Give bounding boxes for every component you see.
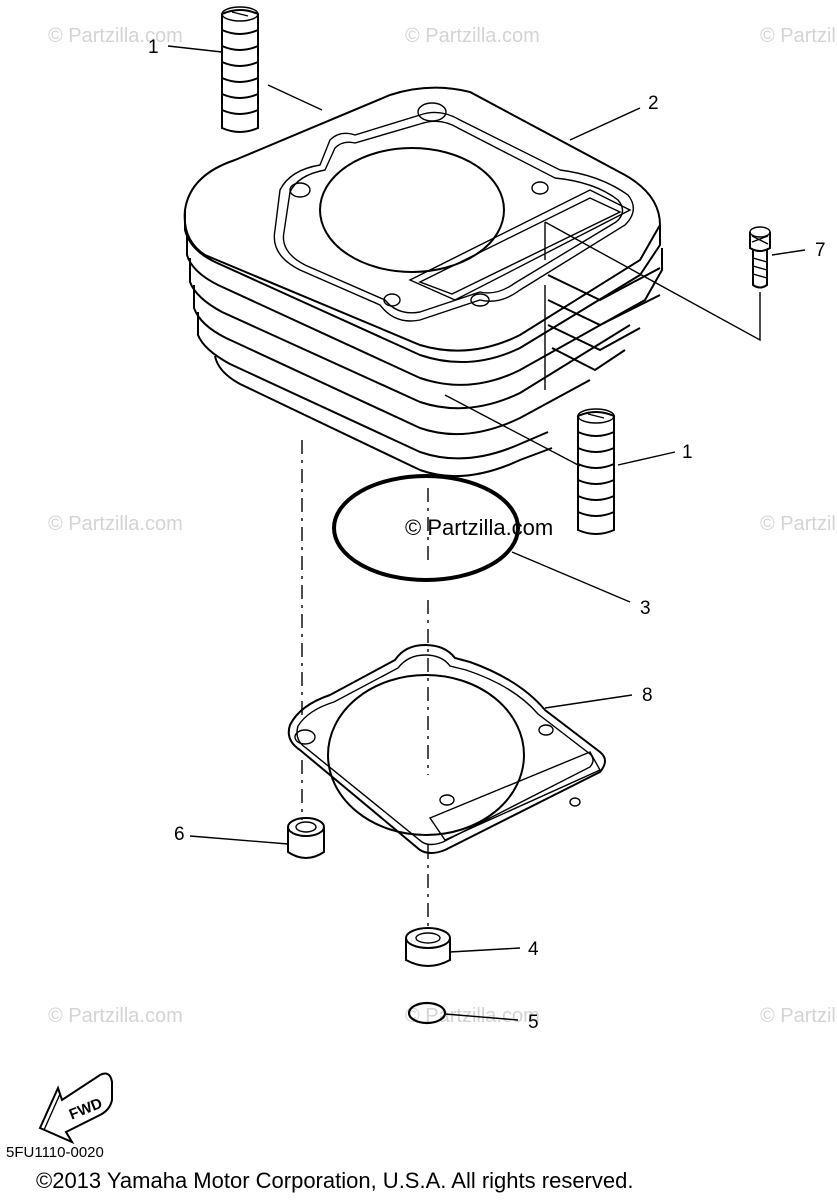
callout-number: 2	[648, 93, 659, 114]
copyright: ©2013 Yamaha Motor Corporation, U.S.A. A…	[36, 1168, 633, 1193]
watermark: © Partzilla.com	[760, 513, 837, 535]
o-ring-large	[332, 474, 520, 582]
dowel-bushing	[405, 927, 451, 967]
callout-number: 5	[528, 1012, 539, 1033]
o-ring-small	[407, 1001, 447, 1025]
callout-number: 8	[642, 685, 653, 706]
cylinder-block	[183, 86, 663, 478]
centerlines	[301, 440, 429, 930]
dowel-pin-top	[221, 6, 259, 133]
fwd-label: FWD	[67, 1095, 105, 1124]
watermark: © Partzilla.com	[760, 25, 837, 47]
cylinder-gasket	[287, 643, 606, 854]
dowel-collar	[287, 817, 325, 859]
watermark-center: © Partzilla.com	[405, 515, 553, 540]
diagram-code: 5FU1110-0020	[6, 1144, 104, 1161]
watermark: © Partzilla.com	[405, 25, 540, 47]
callout-number: 7	[815, 240, 826, 261]
fwd-arrow: FWD	[38, 1072, 113, 1145]
callouts: 1 2 7 1 3 8 6 4 5	[148, 37, 826, 1033]
callout-number: 1	[682, 442, 693, 463]
watermark: © Partzilla.com	[48, 25, 183, 47]
callout-number: 4	[528, 939, 539, 960]
leader-lines	[167, 45, 806, 1021]
bolt	[749, 226, 771, 289]
watermark: © Partzilla.com	[48, 1005, 183, 1027]
watermark: © Partzilla.com	[48, 513, 183, 535]
callout-number: 6	[174, 824, 185, 845]
callout-number: 1	[148, 37, 159, 58]
callout-number: 3	[640, 598, 651, 619]
dowel-pin-lower	[577, 408, 615, 535]
watermark: © Partzilla.com	[760, 1005, 837, 1027]
